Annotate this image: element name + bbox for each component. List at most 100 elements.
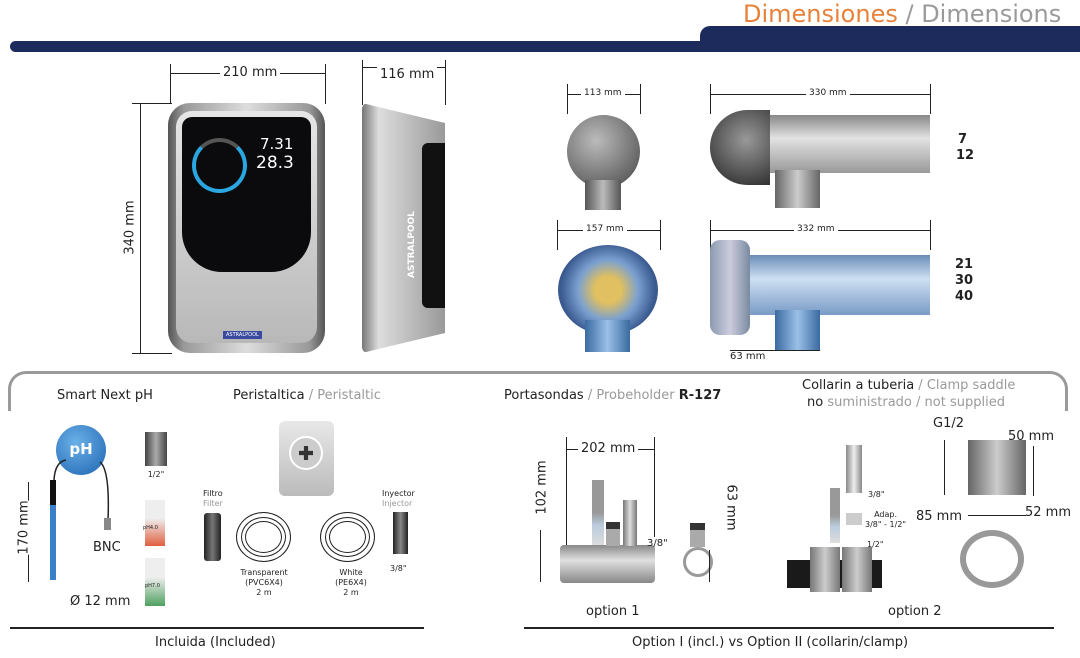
tube1-length: 2 m bbox=[256, 588, 272, 597]
options-footer: Option I (incl.) vs Option II (collarin/… bbox=[632, 635, 909, 650]
clamp-side-view bbox=[960, 530, 1024, 588]
gauge-ring bbox=[192, 138, 247, 193]
dim-line bbox=[709, 550, 710, 582]
clamp-pipe-size: 85 mm bbox=[916, 509, 963, 524]
controller-front: 7.31 28.3 ASTRALPOOL bbox=[168, 103, 325, 353]
tube1-type: (PVC6X4) bbox=[245, 578, 283, 587]
dim-line bbox=[140, 103, 141, 353]
peristaltic-es: Peristaltica bbox=[233, 388, 305, 403]
injector-icon bbox=[393, 512, 408, 554]
probe-length: 170 mm bbox=[16, 500, 32, 555]
large-model-1: 30 bbox=[955, 273, 974, 288]
dim-tick bbox=[445, 60, 446, 105]
peristaltic-en: Peristaltic bbox=[317, 388, 381, 403]
dim-tick bbox=[170, 64, 171, 104]
injector-es: Inyector bbox=[382, 489, 415, 498]
clamp-width: 50 mm bbox=[1008, 429, 1055, 444]
large-model-2: 40 bbox=[955, 289, 974, 304]
bnc-label: BNC bbox=[93, 540, 121, 555]
dim-tick bbox=[362, 60, 363, 105]
tube-transparent-label: Transparent(PVC6X4)2 m bbox=[232, 568, 296, 598]
probeholder-height: 102 mm bbox=[534, 460, 550, 515]
tube-white-label: White(PE6X4)2 m bbox=[319, 568, 383, 598]
small-cell-end-view bbox=[567, 115, 640, 188]
probeholder-en: Probeholder bbox=[596, 388, 675, 403]
adapter-size: 3/8" - 1/2" bbox=[865, 520, 907, 529]
page-title: Dimensiones / Dimensions bbox=[743, 0, 1061, 28]
clamp-en: Clamp saddle bbox=[926, 378, 1016, 393]
clamp-note: no suministrado / not supplied bbox=[807, 395, 1005, 410]
ph-badge-label: pH bbox=[69, 440, 93, 458]
tube2-length: 2 m bbox=[343, 588, 359, 597]
injector-en: Injector bbox=[382, 499, 413, 508]
small-cell-body bbox=[760, 115, 930, 173]
title-sep: / bbox=[897, 0, 922, 28]
saddle-icon bbox=[842, 547, 872, 592]
large-model-0: 21 bbox=[955, 257, 974, 272]
clamp-thread: G1/2 bbox=[933, 416, 964, 431]
adapter-label: Adap.3/8" - 1/2" bbox=[865, 510, 906, 530]
large-cell-pipe-size: 63 mm bbox=[730, 351, 766, 362]
injector-port-icon bbox=[623, 500, 637, 546]
ph-probe bbox=[50, 480, 56, 580]
adapter-icon bbox=[846, 513, 862, 525]
dim-tick bbox=[567, 84, 568, 114]
dim-tick bbox=[710, 220, 711, 250]
tube2-name: White bbox=[339, 568, 363, 577]
dim-tick bbox=[132, 103, 172, 104]
tube-white-coil bbox=[320, 512, 375, 562]
clamp-es: Collarin a tuberia bbox=[802, 378, 915, 393]
bnc-connector-icon bbox=[104, 518, 111, 530]
title-en: Dimensions bbox=[921, 0, 1062, 28]
ph-probe-cable bbox=[53, 459, 110, 521]
accessories-frame bbox=[8, 371, 1068, 411]
clamp-not-es: suministrado bbox=[827, 395, 912, 410]
divider bbox=[10, 627, 424, 629]
dim-line bbox=[540, 530, 541, 582]
tube-transparent-coil bbox=[236, 512, 291, 562]
probeholder-thread: 3/8" bbox=[647, 538, 668, 549]
clamp-top-view bbox=[968, 440, 1026, 495]
probe-electrode-icon bbox=[830, 488, 840, 543]
buffer-ph7-label: pH7.0 bbox=[145, 583, 160, 589]
port-cap-icon bbox=[606, 522, 620, 546]
small-cell-pipe bbox=[775, 170, 820, 208]
probeholder-title: Portasondas / Probeholder R-127 bbox=[504, 388, 722, 403]
controller-depth: 116 mm bbox=[377, 67, 438, 82]
controller-side: ASTRALPOOL bbox=[362, 103, 445, 353]
adapter-name: Adap. bbox=[874, 510, 898, 519]
dim-tick bbox=[132, 353, 172, 354]
dim-tick bbox=[325, 64, 326, 104]
probeholder-length: 202 mm bbox=[578, 441, 639, 456]
controller-width: 210 mm bbox=[220, 65, 281, 80]
buffer-ph4-bottle bbox=[145, 500, 165, 546]
probeholder-end-view bbox=[683, 547, 713, 577]
probeholder-pipe: 63 mm bbox=[723, 484, 739, 531]
saddle-icon bbox=[810, 547, 840, 592]
header-bar bbox=[10, 41, 1080, 52]
small-cell-diameter: 113 mm bbox=[581, 88, 625, 98]
small-cell-pipe bbox=[585, 180, 621, 210]
clamp-injector-size: 3/8" bbox=[868, 490, 885, 499]
dim-line bbox=[968, 515, 1026, 516]
display-ph: 7.31 bbox=[260, 135, 294, 153]
dim-line bbox=[944, 440, 945, 495]
saddle-size: 1/2" bbox=[867, 540, 884, 549]
dim-tick bbox=[566, 437, 567, 582]
large-cell-pipe bbox=[585, 320, 630, 352]
dim-tick bbox=[930, 84, 931, 114]
tube1-name: Transparent bbox=[240, 568, 288, 577]
clamp-depth: 52 mm bbox=[1025, 505, 1072, 520]
side-brand: ASTRALPOOL bbox=[407, 211, 417, 278]
option1-label: option 1 bbox=[586, 604, 640, 619]
tube2-type: (PE6X4) bbox=[335, 578, 367, 587]
large-cell-cap bbox=[710, 240, 750, 335]
probeholder-es: Portasondas bbox=[504, 388, 584, 403]
small-cell-length: 330 mm bbox=[806, 88, 850, 98]
filter-es: Filtro bbox=[203, 489, 223, 498]
brand-label: ASTRALPOOL bbox=[223, 331, 262, 339]
large-cell-body bbox=[740, 255, 930, 315]
injector-size: 3/8" bbox=[390, 564, 407, 573]
large-cell-length: 332 mm bbox=[794, 224, 838, 234]
dim-tick bbox=[710, 84, 711, 114]
